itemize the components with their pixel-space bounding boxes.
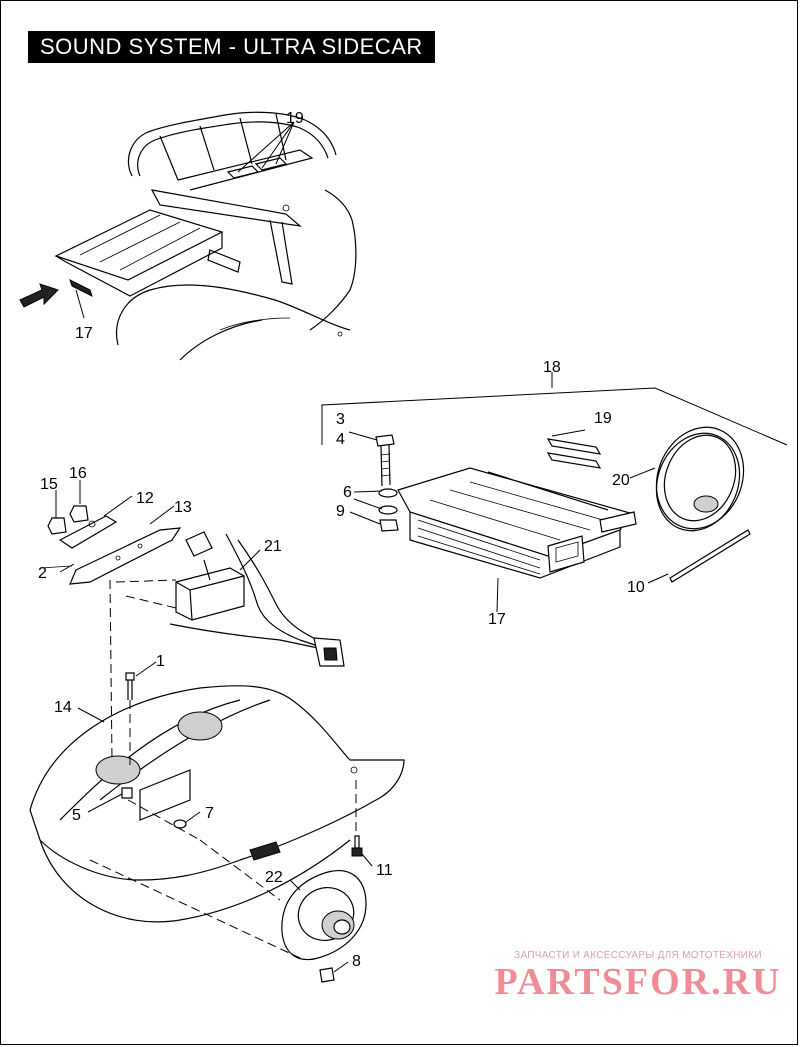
- callout-11: 11: [376, 862, 393, 879]
- fairing-group: [29, 672, 405, 983]
- mounting-plate-group: [39, 505, 182, 585]
- callout-19-top: 19: [286, 110, 304, 127]
- watermark-tagline: ЗАПЧАСТИ И АКСЕССУАРЫ ДЛЯ МОТОТЕХНИКИ: [514, 950, 762, 961]
- callout-10: 10: [627, 579, 645, 596]
- page-title: SOUND SYSTEM - ULTRA SIDECAR: [28, 31, 435, 63]
- callout-22: 22: [265, 869, 283, 886]
- callout-18: 18: [543, 359, 561, 376]
- callout-5: 5: [72, 807, 81, 824]
- callout-17: 17: [488, 611, 506, 628]
- alignment-lines: [89, 579, 357, 959]
- callout-16: 16: [69, 465, 87, 482]
- callout-7: 7: [205, 805, 214, 822]
- callout-numbers: 19 17 18 19 3 4 6 9 20 10 17 15 16 12 13…: [38, 110, 645, 970]
- callout-15: 15: [40, 476, 58, 493]
- callout-1: 1: [156, 653, 165, 670]
- callout-3: 3: [336, 411, 345, 428]
- callout-6: 6: [343, 484, 352, 501]
- callout-9: 9: [336, 503, 345, 520]
- callout-2: 2: [38, 565, 47, 582]
- callout-20: 20: [612, 472, 630, 489]
- callout-14: 14: [54, 699, 72, 716]
- callout-19: 19: [594, 410, 612, 427]
- callout-13: 13: [174, 499, 192, 516]
- callout-17-top: 17: [75, 325, 93, 342]
- callout-12: 12: [136, 490, 154, 507]
- wiring-harness-group: [169, 531, 345, 667]
- watermark-brand: PARTSFOR.RU: [494, 961, 782, 1003]
- callout-4: 4: [336, 431, 345, 448]
- watermark: ЗАПЧАСТИ И АКСЕССУАРЫ ДЛЯ МОТОТЕХНИКИ PA…: [488, 950, 788, 1003]
- amplifier-kit-group: [321, 372, 788, 583]
- leader-lines: [55, 121, 669, 973]
- callout-21: 21: [264, 538, 282, 555]
- callout-8: 8: [352, 953, 361, 970]
- top-assembly-view: [19, 111, 357, 361]
